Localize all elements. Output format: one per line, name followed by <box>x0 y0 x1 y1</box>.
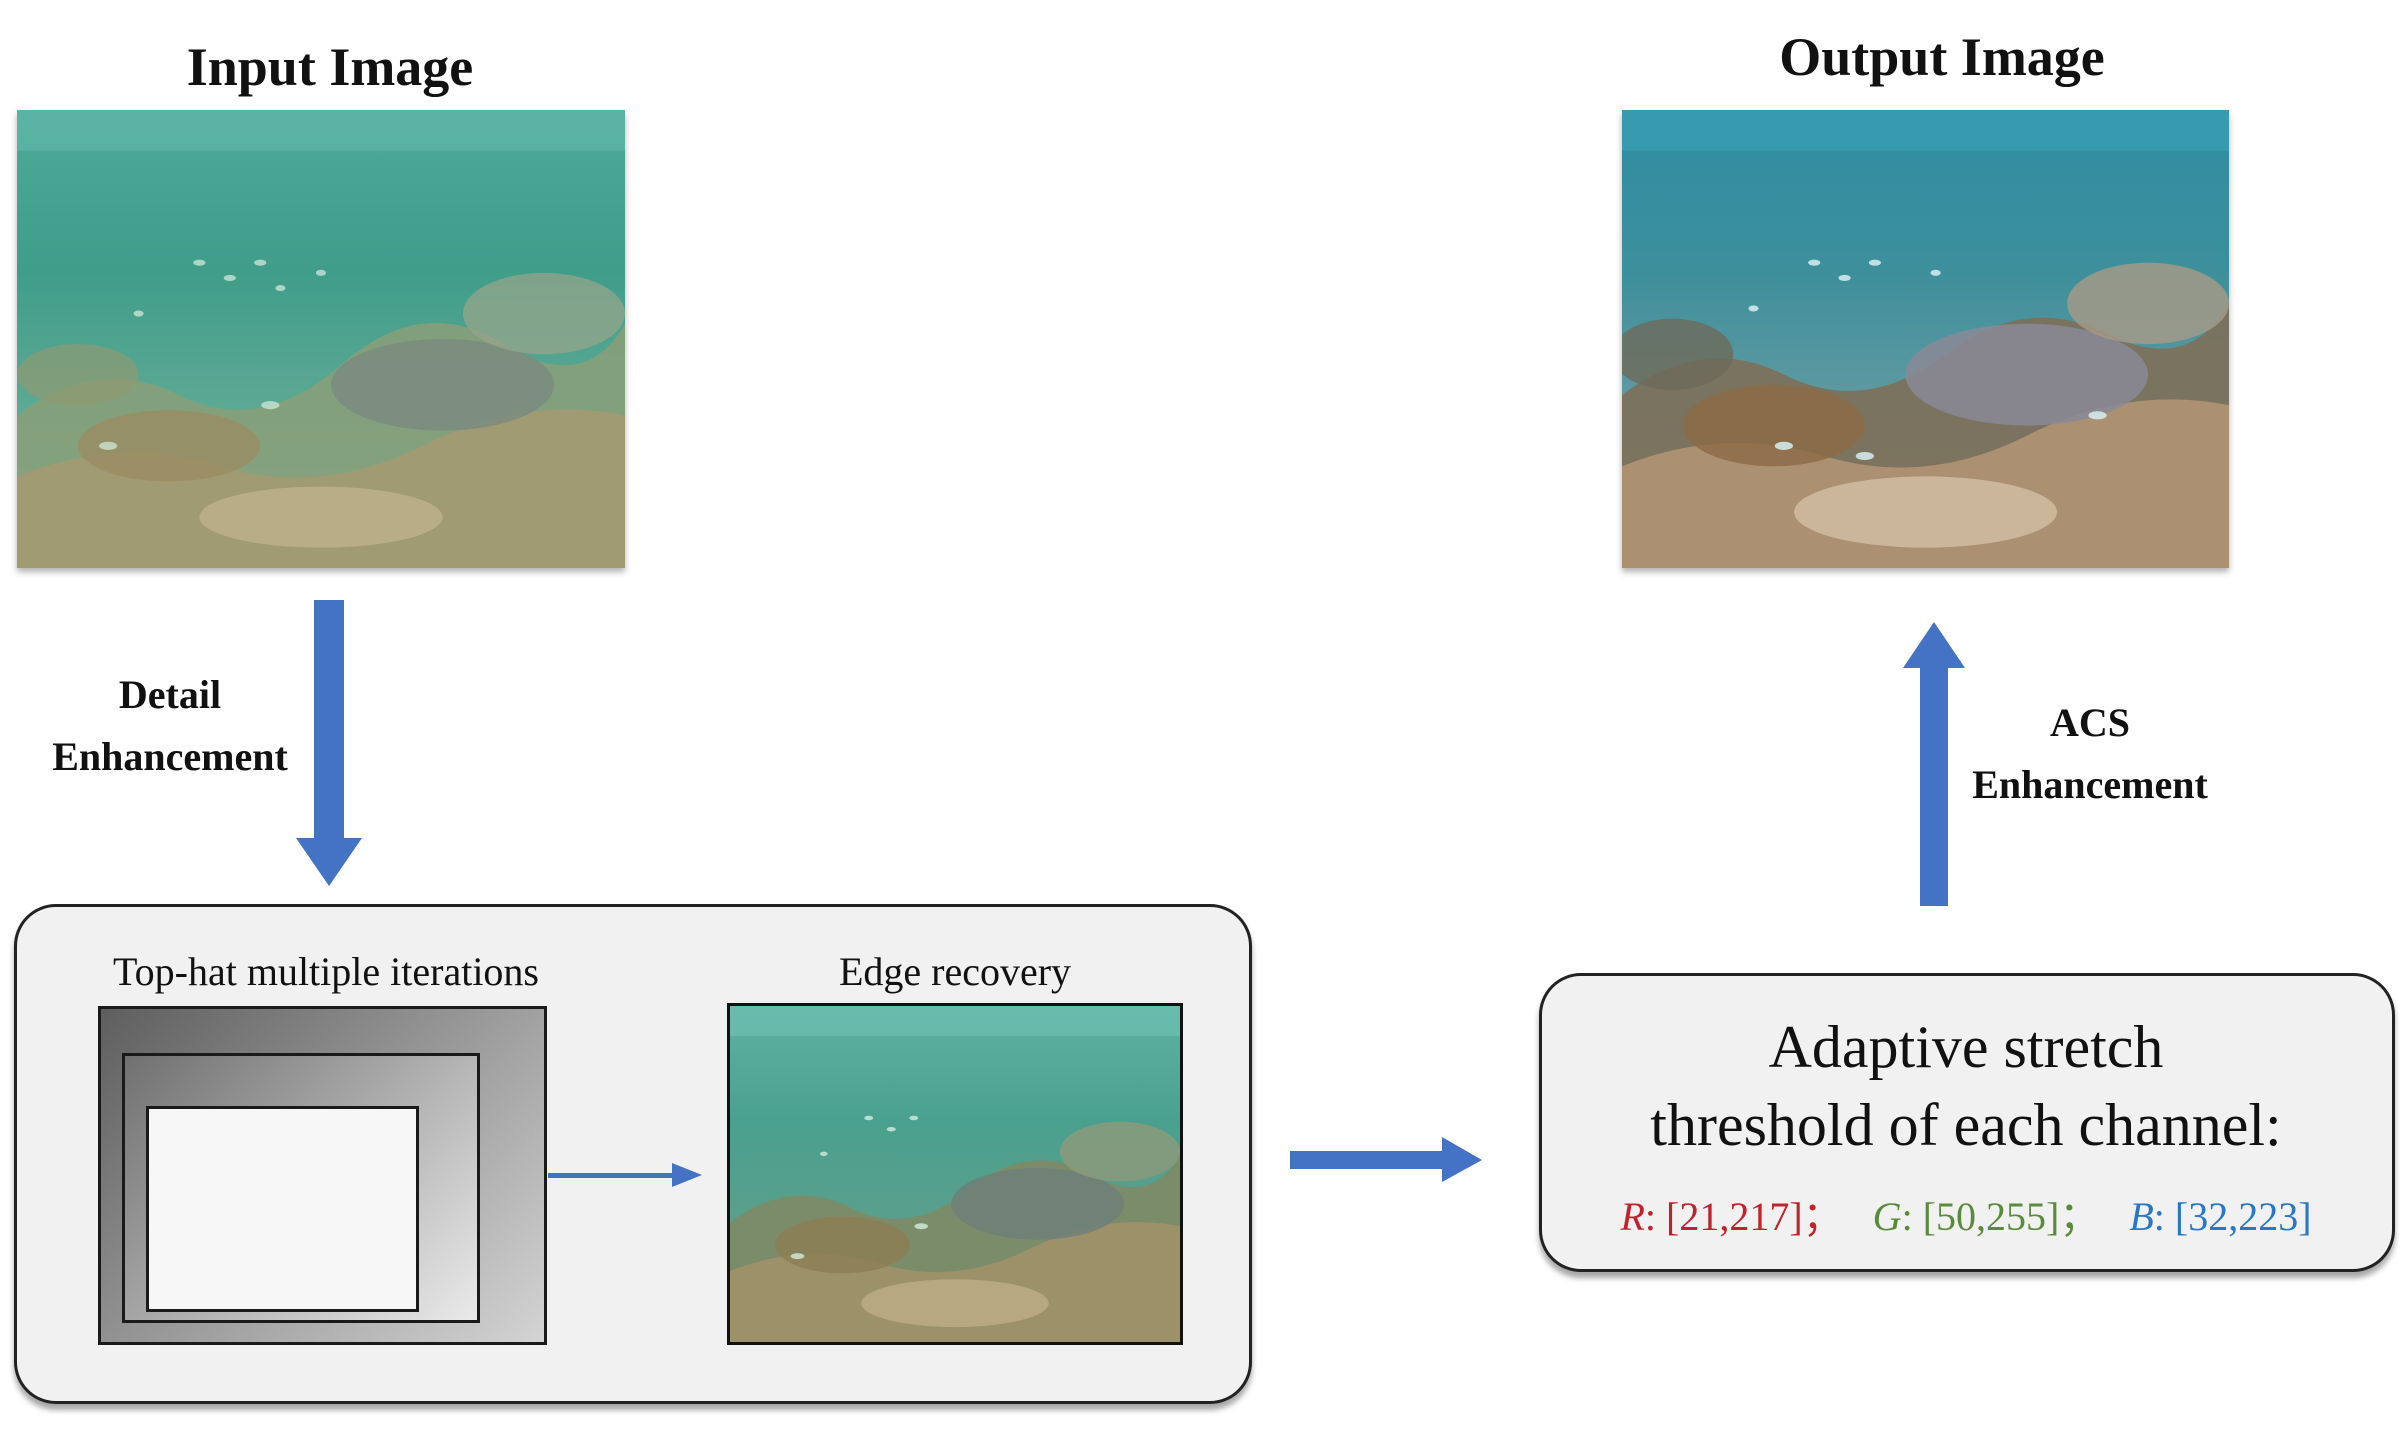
output-image-title: Output Image <box>1779 27 2105 87</box>
tophat-iteration-inner <box>146 1106 419 1312</box>
input-image-title: Input Image <box>186 37 474 97</box>
channel-r: R: [21,217]； <box>1620 1194 1843 1239</box>
detail-enhancement-label: Detail Enhancement <box>52 672 288 779</box>
output-enhanced-image <box>1622 110 2229 568</box>
threshold-title: Adaptive stretch threshold of each chann… <box>1650 1014 2282 1158</box>
acs-enhancement-arrow <box>1903 622 1965 906</box>
panel-arrow <box>548 1163 702 1187</box>
to-threshold-arrow <box>1290 1137 1482 1182</box>
acs-enhancement-label: ACS Enhancement <box>1972 700 2208 807</box>
detail-enhancement-arrow <box>296 600 362 886</box>
edge-recovery-image <box>727 1003 1183 1345</box>
edge-recovery-label: Edge recovery <box>838 949 1072 994</box>
channel-g: G: [50,255]； <box>1872 1194 2100 1239</box>
tophat-label: Top-hat multiple iterations <box>113 949 539 994</box>
adaptive-threshold-panel <box>1539 973 2395 1272</box>
channel-b: B: [32,223] <box>2129 1194 2312 1239</box>
input-underwater-image <box>17 110 625 568</box>
channel-ranges: R: [21,217]； G: [50,255]； B: [32,223] <box>1546 1184 2386 1242</box>
